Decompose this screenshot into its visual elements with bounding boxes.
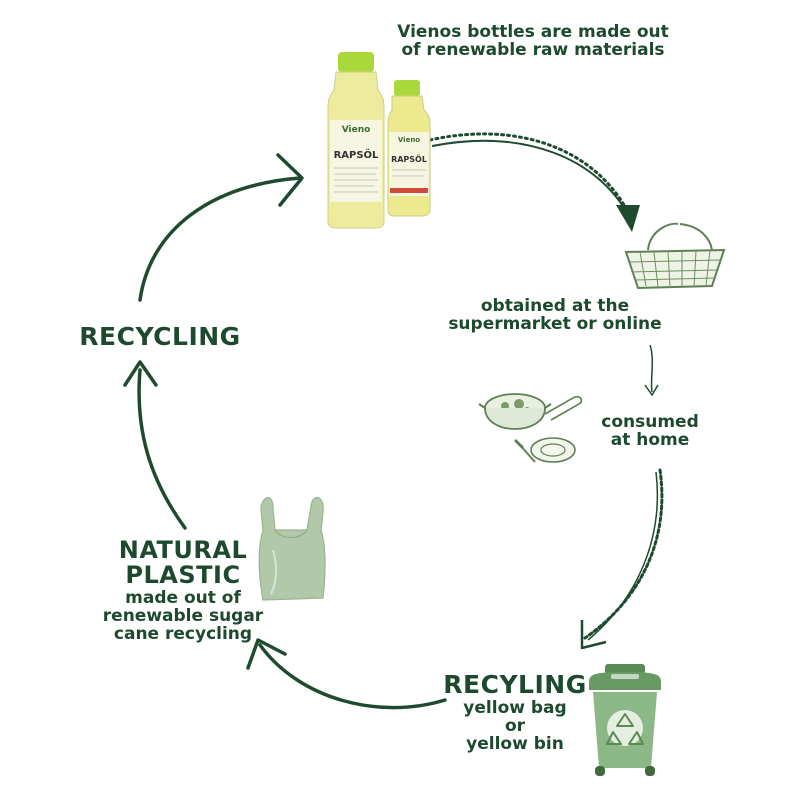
arrow-bottles-to-basket [428, 132, 634, 222]
arrowhead-up [123, 360, 158, 387]
plastic-title-1: NATURAL [118, 536, 248, 564]
consumed-line-1: consumed [601, 412, 699, 432]
intro-text: Vienos bottles are made out of renewable… [368, 22, 698, 60]
arrow-supermarket-to-home [649, 344, 654, 393]
plastic-title-2: PLASTIC [125, 561, 241, 590]
arrow-recycling-to-bottles [138, 176, 302, 302]
plastic-bag-icon [258, 496, 326, 601]
plastic-text: NATURAL PLASTIC made out of renewable su… [78, 536, 288, 645]
bin-title: RECYLING [443, 670, 587, 699]
bin-line-3: yellow bin [466, 733, 564, 754]
bottle-product: RAPSÖL [334, 147, 379, 161]
bin-text: RECYLING yellow bag or yellow bin [440, 670, 590, 754]
vieno-bottles-image: Vieno RAPSÖL Vieno RAPSÖL [327, 52, 431, 229]
consumed-line-2: at home [610, 429, 690, 450]
recycling-bin-icon [589, 664, 661, 776]
arrowhead-right [276, 153, 304, 207]
arrow-bin-to-plastic [258, 643, 447, 710]
svg-text:Vieno: Vieno [398, 136, 420, 144]
bottle-brand: Vieno [342, 125, 371, 135]
obtained-line-2: supermarket or online [448, 313, 662, 334]
intro-line-1: Vienos bottles are made out [397, 22, 669, 42]
svg-text:RAPSÖL: RAPSÖL [391, 154, 427, 164]
bin-line-1: yellow bag [463, 698, 567, 719]
arrowhead-down-bin [580, 620, 607, 650]
plastic-line-3: cane recycling [113, 624, 253, 645]
arrowhead-left [246, 638, 287, 670]
shopping-basket-icon [624, 222, 726, 290]
arrow-home-to-bin [583, 468, 664, 640]
arrow-plastic-to-recycling [137, 368, 187, 530]
bottle-large: Vieno RAPSÖL [327, 52, 385, 229]
cooking-pot-icon [478, 393, 583, 463]
plastic-line-1: made out of [125, 588, 241, 609]
obtained-line-1: obtained at the [480, 296, 630, 316]
plastic-line-2: renewable sugar [102, 606, 264, 627]
intro-line-2: of renewable raw materials [401, 39, 665, 60]
bin-line-2: or [504, 716, 526, 737]
obtained-text: obtained at the supermarket or online [440, 296, 670, 334]
consumed-text: consumed at home [590, 412, 710, 450]
recycling-title: RECYCLING [79, 322, 241, 351]
bottle-small: Vieno RAPSÖL [387, 80, 431, 217]
arrowhead-down-basket [616, 205, 640, 232]
